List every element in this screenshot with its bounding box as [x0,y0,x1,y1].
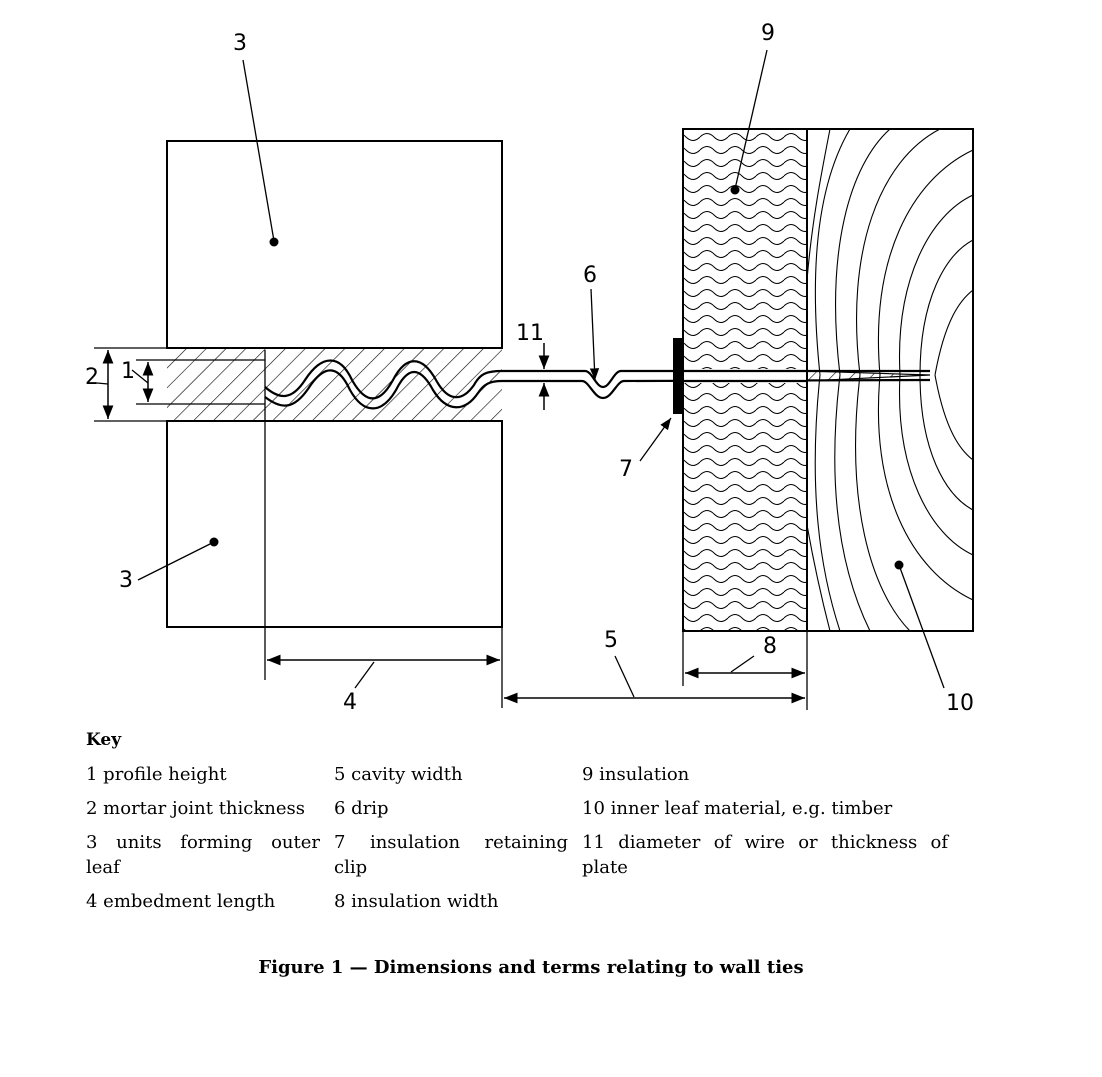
callout-6: 6 [583,263,597,288]
key-item-11: 11 diameter of wire or thickness of plat… [582,832,948,878]
key-item-10: 10 inner leaf material, e.g. timber [582,798,893,819]
callout-3-top: 3 [233,31,247,56]
key-item-2: 2 mortar joint thickness [86,798,305,819]
key-row: 2 mortar joint thickness 6 drip 10 inner… [86,796,948,821]
wall-tie [264,359,931,410]
key-item-7: 7 insulation retaining clip [334,832,568,878]
dot-insulation [730,185,740,195]
callout-4: 4 [343,690,357,715]
key-title: Key [86,730,122,750]
key-item-3: 3 units forming outer leaf [86,832,320,878]
dot-unit-bottom [209,537,219,547]
dot-timber [894,560,904,570]
key-item-8: 8 insulation width [334,891,499,912]
key-row: 1 profile height 5 cavity width 9 insula… [86,762,948,787]
wood-grain [807,129,973,631]
callout-11: 11 [516,321,544,346]
outer-leaf-unit-top [166,140,503,349]
key-item-6: 6 drip [334,798,389,819]
figure-caption: Figure 1 — Dimensions and terms relating… [258,957,804,978]
callout-3-bottom: 3 [119,568,133,593]
callout-7: 7 [619,457,633,482]
key-row: 3 units forming outer leaf 7 insulation … [86,830,948,880]
callout-10: 10 [946,691,974,716]
key-item-9: 9 insulation [582,764,690,785]
dot-unit-top [269,237,279,247]
key-item-4: 4 embedment length [86,891,276,912]
key-table: 1 profile height 5 cavity width 9 insula… [86,762,948,923]
insulation-retaining-clip [673,338,683,414]
callout-1: 1 [121,359,135,384]
key-item-empty [582,889,948,914]
mortar-joint [167,348,502,421]
callout-2: 2 [85,365,99,390]
key-item-1: 1 profile height [86,764,227,785]
key-item-5: 5 cavity width [334,764,463,785]
callout-8: 8 [763,634,777,659]
wall-tie-diagram: 3 9 6 11 2 1 7 3 5 8 4 10 [85,21,974,716]
outer-leaf-unit-bottom [166,420,503,628]
leader-lines [96,49,945,698]
callout-5: 5 [604,628,618,653]
callout-9: 9 [761,21,775,46]
key-row: 4 embedment length 8 insulation width [86,889,948,914]
